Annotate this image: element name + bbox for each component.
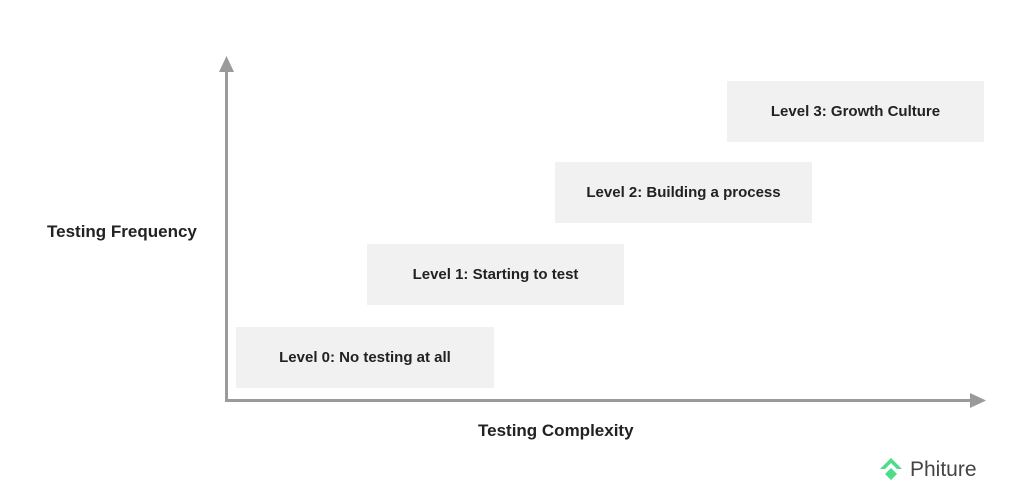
brand-logo: Phiture xyxy=(880,458,977,482)
x-axis-label: Testing Complexity xyxy=(478,421,634,440)
y-axis-arrow-icon xyxy=(219,56,234,72)
level-1-label: Level 1: Starting to test xyxy=(412,266,579,283)
level-1-box: Level 1: Starting to test xyxy=(367,244,624,305)
phiture-logo-icon xyxy=(880,458,902,480)
level-0-box: Level 0: No testing at all xyxy=(236,327,494,388)
level-2-box: Level 2: Building a process xyxy=(555,162,812,223)
y-axis-line xyxy=(225,68,228,402)
x-axis-arrow-icon xyxy=(970,393,986,408)
level-3-box: Level 3: Growth Culture xyxy=(727,81,984,142)
brand-name: Phiture xyxy=(910,458,977,481)
level-3-label: Level 3: Growth Culture xyxy=(770,103,941,120)
y-axis-label: Testing Frequency xyxy=(47,222,197,241)
level-2-label: Level 2: Building a process xyxy=(586,184,781,201)
x-axis-line xyxy=(225,399,973,402)
level-0-label: Level 0: No testing at all xyxy=(279,349,451,366)
